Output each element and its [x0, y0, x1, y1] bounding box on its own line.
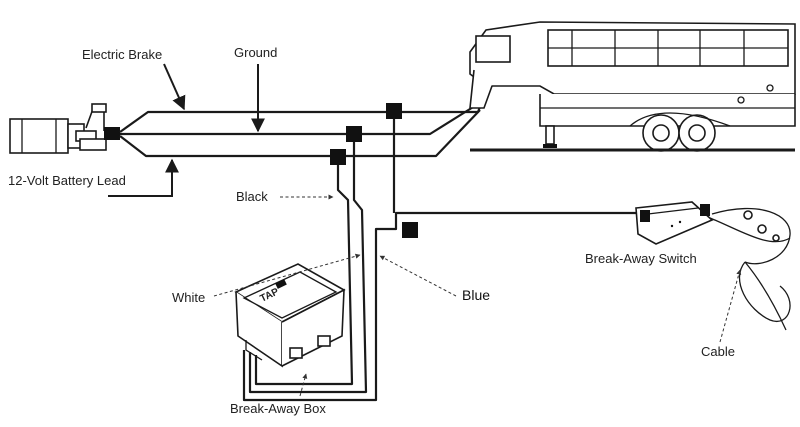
- ground-label: Ground: [234, 45, 277, 60]
- battery-lead-label: 12-Volt Battery Lead: [8, 173, 126, 188]
- battery-lead-wire: [119, 109, 481, 158]
- connector-block: [346, 126, 362, 142]
- cable-label: Cable: [701, 344, 735, 359]
- connector-block: [402, 222, 418, 238]
- breakaway-box-icon: TAP: [234, 263, 346, 368]
- blue-wire-label: Blue: [462, 287, 490, 303]
- leader-lines: [108, 63, 742, 397]
- ground-wire: [120, 103, 479, 136]
- electric-brake-label: Electric Brake: [82, 47, 162, 62]
- electric-brake-wire: [119, 95, 486, 133]
- trailer-icon: [469, 21, 796, 152]
- breakaway-switch-label: Break-Away Switch: [585, 251, 697, 266]
- main-harness: [119, 95, 486, 158]
- black-wire-label: Black: [236, 189, 268, 204]
- breakaway-box-label: Break-Away Box: [230, 401, 326, 416]
- connector-block: [386, 103, 402, 119]
- breakaway-cable-icon: [709, 207, 791, 331]
- white-wire-label: White: [172, 290, 205, 305]
- breakaway-box-wires: [242, 119, 639, 402]
- connector-block: [330, 149, 346, 165]
- vehicle-connector-icon: [9, 103, 120, 154]
- breakaway-switch-icon: [635, 201, 714, 245]
